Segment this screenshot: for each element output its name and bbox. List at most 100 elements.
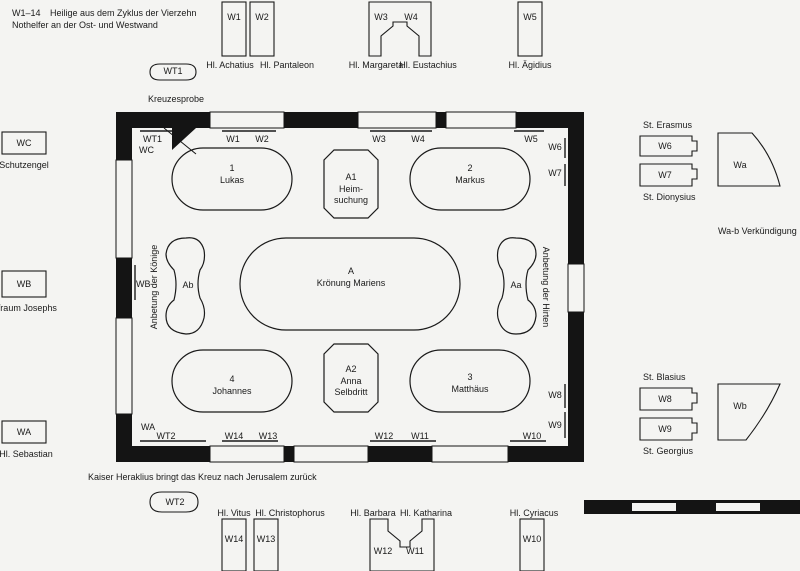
room-wc: WC [139,145,154,155]
field-1-number: 1 [229,163,235,173]
field-a2-line1: Anna [340,376,362,386]
field-3-number: 3 [467,372,473,382]
field-a2-label: A2 [345,364,357,374]
caption-cyriacus: Hl. Cyriacus [509,508,559,518]
field-aa-label: Aa [510,280,522,290]
label-w8-box: W8 [658,394,672,404]
room-w14: W14 [224,431,244,441]
room-w5: W5 [524,134,538,144]
caption-sebastian: Hl. Sebastian [0,449,53,459]
caption-eustachius: Hl. Eustachius [399,60,457,70]
caption-margareta: Hl. Margareta [348,60,404,70]
field-a-kroenung [239,237,461,331]
label-w3-top: W3 [374,12,388,22]
text-anbetung-hirten: Anbetung der Hirten [541,246,551,328]
field-aa [496,237,537,335]
panel-w3-w4 [368,1,432,57]
field-2-number: 2 [467,163,473,173]
label-w1-top: W1 [227,12,241,22]
caption-schutzengel: Schutzengel [0,160,49,170]
field-2-markus [409,147,531,211]
legend-line2: Nothelfer an der Ost- und Westwand [12,20,158,30]
room-w12: W12 [374,431,394,441]
wall-marks [134,130,566,442]
label-w5-top: W5 [523,12,537,22]
field-3-matthaeus [409,349,531,413]
label-w13-bottom: W13 [256,534,276,544]
panel-w2 [249,1,275,57]
caption-erasmus: St. Erasmus [643,120,693,130]
caption-christophorus: Hl. Christophorus [255,508,325,518]
room-walls [115,111,585,463]
field-4-johannes [171,349,293,413]
legend-line1: Heilige aus dem Zyklus der Vierzehn [50,8,197,18]
label-w12-bottom: W12 [373,546,393,556]
label-wa-box: WA [16,427,32,437]
room-w3: W3 [372,134,386,144]
panel-wc [1,131,47,155]
room-w10: W10 [522,431,542,441]
caption-katharina: Hl. Katharina [399,508,453,518]
label-w2-top: W2 [255,12,269,22]
field-a-name: Krönung Mariens [316,278,386,288]
field-a-label: A [347,266,355,276]
room-wt1: WT1 [143,134,162,144]
label-w10-bottom: W10 [522,534,542,544]
room-wb: WB [136,279,151,289]
panel-wa-right [717,132,781,187]
label-w9-box: W9 [658,424,672,434]
panel-wa [1,420,47,444]
label-wa-right: Wa [733,160,747,170]
caption-dionysius: St. Dionysius [643,192,696,202]
caption-pantaleon: Hl. Pantaleon [259,60,315,70]
label-wb-right: Wb [733,401,747,411]
room-w4: W4 [411,134,425,144]
field-1-name: Lukas [219,175,245,185]
field-a1-line1: Heim- [339,184,363,194]
room-w1: W1 [226,134,240,144]
field-ab-label: Ab [182,280,194,290]
field-ab [165,237,206,335]
panel-w8 [639,387,698,411]
room-wt2: WT2 [156,431,176,441]
caption-achatius: Hl. Achatius [206,60,254,70]
field-3-name: Matthäus [451,384,489,394]
room-w7: W7 [548,168,562,178]
caption-traum-josephs: Traum Josephs [0,303,57,313]
caption-verkuendigung: Wa-b Verkündigung [718,226,797,236]
caption-vitus: Hl. Vitus [217,508,251,518]
panel-w6 [639,135,698,157]
room-w2: W2 [255,134,269,144]
label-wc-box: WC [16,138,32,148]
room-w8: W8 [548,390,562,400]
room-w13: W13 [258,431,278,441]
panel-w14 [221,518,247,571]
field-a1-line2: suchung [333,195,369,205]
field-a1-heimsuchung [323,149,379,219]
field-a1-label: A1 [345,172,357,182]
text-anbetung-koenige: Anbetung der Könige [149,244,159,330]
room-w11: W11 [411,431,429,441]
panel-wb [1,270,47,298]
panel-w5 [517,1,543,57]
panel-wt1 [149,63,197,81]
field-2-name: Markus [455,175,485,185]
room-wa: WA [141,422,156,432]
label-w4-top: W4 [404,12,418,22]
legend-label: W1–14 [12,8,41,18]
label-w6-box: W6 [658,141,672,151]
scale-bar [584,500,800,514]
panel-w9 [639,417,698,441]
field-a2-line2: Selbdritt [334,387,368,397]
label-wt2-box: WT2 [165,497,185,507]
field-4-name: Johannes [212,386,252,396]
panel-w7 [639,163,698,187]
room-w9: W9 [548,420,562,430]
panel-w1 [221,1,247,57]
panel-w13 [253,518,279,571]
room-w6: W6 [548,142,562,152]
field-a2-anna [323,343,379,413]
panel-w10 [519,518,545,571]
label-w11-bottom: W11 [406,546,424,556]
